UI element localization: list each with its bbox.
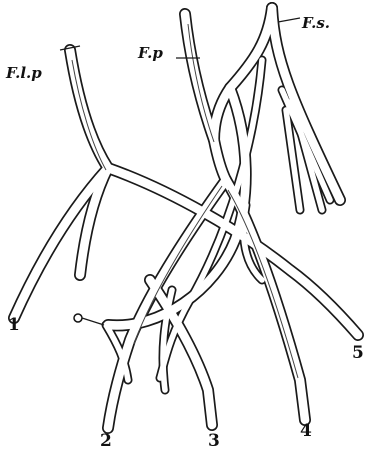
vessel-interiors [14, 8, 358, 428]
label-branch-1: 1 [8, 315, 20, 335]
label-flp: F.l.p [5, 64, 42, 82]
label-branch-4: 4 [300, 421, 312, 441]
label-branch-5: 5 [352, 343, 364, 363]
ganglion-knot [74, 314, 82, 322]
label-fp: F.p [137, 44, 163, 62]
label-branch-2: 2 [100, 431, 112, 451]
leader-fs [278, 18, 300, 22]
label-fs: F.s. [301, 14, 330, 32]
fs-cross-left [108, 88, 246, 325]
label-branch-3: 3 [208, 431, 220, 451]
